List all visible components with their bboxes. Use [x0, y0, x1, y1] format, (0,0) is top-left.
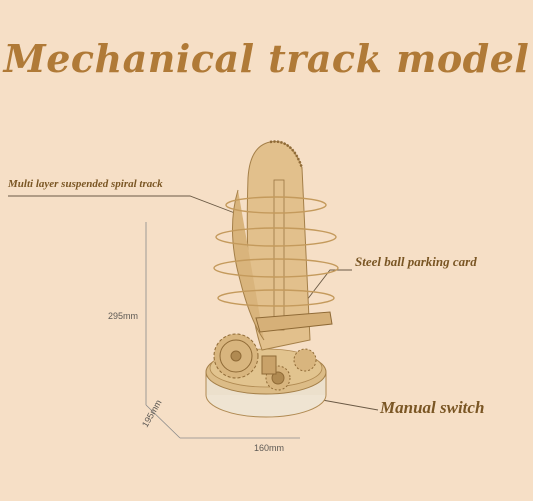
height-dimension-label: 295mm — [108, 311, 139, 321]
parking-card-callout: Steel ball parking card — [355, 254, 477, 269]
spiral-track — [213, 196, 339, 307]
width-dimension-label: 160mm — [254, 443, 285, 453]
page-title: Mechanical track model — [3, 36, 530, 81]
depth-dimension-line — [145, 404, 181, 439]
spiral-track-leader — [8, 195, 241, 216]
manual-switch-callout: Manual switch — [380, 398, 485, 417]
dimension-lines — [145, 222, 300, 439]
parking-card — [255, 311, 333, 333]
gears — [213, 333, 317, 391]
spiral-track-callout: Multi layer suspended spiral track — [8, 178, 163, 190]
